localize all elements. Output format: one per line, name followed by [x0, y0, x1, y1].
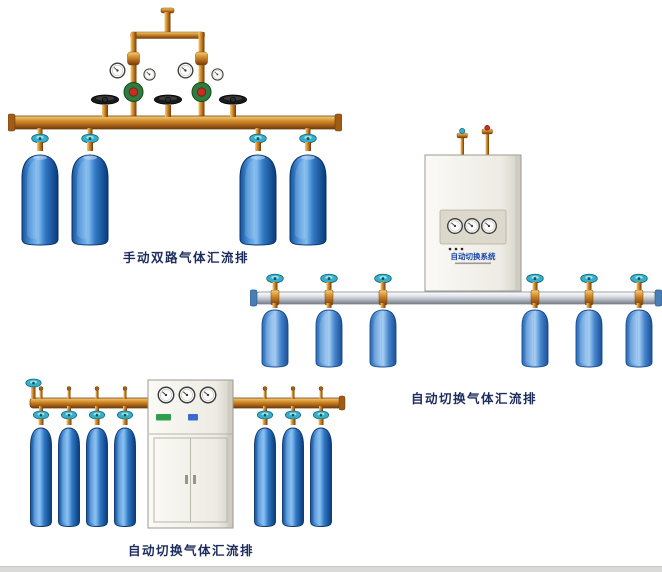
indicator-light — [448, 247, 452, 251]
manual-manifold-illustration — [8, 7, 342, 248]
black-handwheel-icon — [90, 94, 120, 105]
cylinder-station — [370, 273, 396, 367]
teal-handwheel-icon — [580, 273, 598, 284]
valve-knob-icon — [459, 128, 466, 134]
indicator-light — [460, 247, 464, 251]
pressure-gauge-icon — [143, 68, 156, 81]
cylinder-station — [262, 273, 288, 367]
teal-handwheel-icon — [630, 273, 648, 284]
black-handwheel-icon — [153, 94, 183, 105]
pressure-gauge-icon — [177, 62, 194, 79]
teal-handwheel-icon — [25, 378, 42, 388]
shutoff-valve — [218, 94, 248, 117]
door-handle — [193, 475, 196, 484]
caption-auto-manifold-floor: 自动切换气体汇流排 — [127, 543, 254, 558]
pressure-regulator-right — [177, 62, 224, 102]
indicator-light — [454, 247, 458, 251]
gas-cylinder-station — [311, 406, 332, 527]
gas-cylinder-station — [59, 406, 80, 527]
shutoff-valve — [153, 94, 183, 117]
teal-handwheel-icon — [526, 273, 544, 284]
pressure-regulator-left — [109, 62, 156, 102]
caption-manual-manifold: 手动双路气体汇流排 — [122, 250, 249, 265]
pressure-gauge-icon — [178, 386, 196, 404]
pipe-valves — [38, 386, 324, 399]
auto-manifold-floor-illustration — [25, 378, 346, 529]
gas-cylinder-station — [31, 406, 52, 527]
teal-handwheel-icon — [320, 273, 338, 284]
auto-manifold-wall-illustration: 自动切换系统 — [250, 125, 662, 385]
cylinder-station — [576, 273, 602, 367]
green-indicator — [156, 414, 171, 421]
cylinder-station — [626, 273, 652, 367]
cylinder-station — [316, 273, 342, 367]
control-cabinet: 自动切换系统 — [424, 154, 522, 292]
pressure-gauge-icon — [481, 218, 497, 234]
pressure-gauge-icon — [464, 218, 480, 234]
cylinder-station — [522, 273, 548, 367]
teal-handwheel-icon — [374, 273, 392, 284]
cabinet-inlet-pipes — [456, 125, 493, 157]
aluminum-manifold-pipe — [250, 289, 662, 307]
door-handle — [185, 475, 188, 484]
gas-cylinder-station — [283, 406, 304, 527]
page-bottom-edge — [0, 566, 662, 572]
gas-cylinder-station — [72, 128, 108, 245]
valve-knob-icon — [484, 125, 490, 131]
gas-cylinder-station — [22, 128, 58, 245]
gas-cylinder-station — [115, 406, 136, 527]
pressure-gauge-icon — [199, 386, 217, 404]
pressure-gauge-icon — [447, 218, 463, 234]
blue-indicator — [188, 414, 198, 421]
black-handwheel-icon — [218, 94, 248, 105]
gas-cylinder-station — [255, 406, 276, 527]
caption-auto-manifold-wall: 自动切换气体汇流排 — [410, 391, 537, 406]
shutoff-valve — [90, 94, 120, 117]
pressure-gauge-icon — [211, 68, 224, 81]
control-cabinet — [147, 379, 234, 529]
manifold-main-pipe — [8, 113, 342, 132]
inlet-header-pipes — [127, 7, 208, 118]
cabinet-label: 自动切换系统 — [451, 251, 496, 261]
pressure-gauge-icon — [109, 62, 126, 79]
pressure-gauge-icon — [157, 386, 175, 404]
cabinet-subtitle-line — [455, 262, 491, 265]
gas-cylinder-station — [87, 406, 108, 527]
teal-handwheel-icon — [266, 273, 284, 284]
